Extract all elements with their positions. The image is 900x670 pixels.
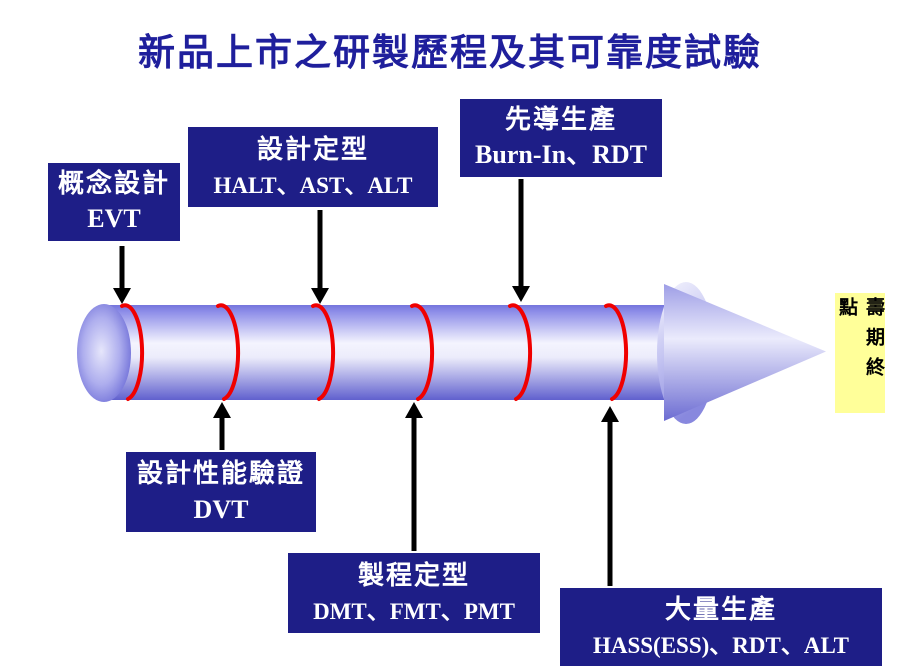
stage-zh-label: 製程定型 — [357, 560, 470, 590]
stage-en-label: HASS(ESS)、RDT、ALT — [592, 632, 850, 658]
arrowhead-cone — [664, 284, 826, 421]
stage-arrow-concept-design — [113, 246, 131, 304]
stage-arrow-process-freeze — [405, 402, 423, 551]
stage-en-label: DMT、FMT、PMT — [313, 599, 515, 624]
timeline-ring-2 — [216, 303, 241, 401]
stage-en-label: Burn-In、RDT — [475, 140, 647, 170]
stage-en-label: HALT、AST、ALT — [213, 173, 413, 198]
endpoint-label: 壽期終點 — [835, 293, 885, 413]
stage-arrow-design-verification — [213, 402, 231, 450]
timeline-ring-4 — [410, 303, 435, 401]
stage-arrow-mass-production — [601, 406, 619, 586]
stage-box-design-freeze: 設計定型 HALT、AST、ALT — [188, 127, 438, 207]
stage-box-design-verification: 設計性能驗證 DVT — [126, 452, 316, 532]
stage-arrow-design-freeze — [311, 210, 329, 304]
stage-en-label: EVT — [87, 204, 141, 234]
timeline-ring-1 — [120, 303, 145, 401]
stage-zh-label: 大量生產 — [664, 595, 777, 625]
diagram-title: 新品上市之研製歷程及其可靠度試驗 — [138, 33, 762, 74]
cylinder-end-cap — [77, 304, 131, 402]
stage-box-concept-design: 概念設計 EVT — [48, 163, 180, 241]
stage-box-pilot-production: 先導生產 Burn-In、RDT — [460, 99, 662, 177]
stage-zh-label: 先導生產 — [504, 104, 617, 134]
timeline-ring-5 — [508, 303, 533, 401]
cylinder-body — [108, 305, 690, 400]
stage-zh-label: 概念設計 — [57, 168, 170, 198]
stage-zh-label: 設計性能驗證 — [136, 458, 305, 488]
stage-arrow-pilot-production — [512, 179, 530, 302]
stage-zh-label: 設計定型 — [256, 134, 369, 164]
stage-box-process-freeze: 製程定型 DMT、FMT、PMT — [288, 553, 540, 633]
stage-box-mass-production: 大量生產 HASS(ESS)、RDT、ALT — [560, 588, 882, 666]
stage-en-label: DVT — [193, 494, 249, 524]
timeline-ring-6 — [604, 303, 629, 401]
timeline-ring-3 — [311, 303, 336, 401]
